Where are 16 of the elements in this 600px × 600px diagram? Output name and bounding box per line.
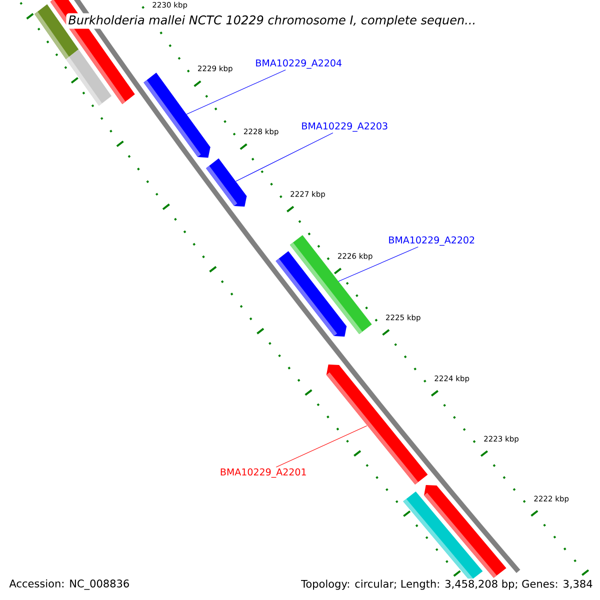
gene-label: BMA10229_A2204: [256, 59, 342, 69]
accession-text: Accession: NC_008836: [8, 578, 131, 591]
title: Burkholderia mallei NCTC 10229 chromosome I, complete sequen...: [66, 13, 478, 29]
gene-bar: [206, 158, 247, 207]
gene-bar: [403, 492, 483, 582]
gene-label: BMA10229_A2203: [302, 122, 388, 132]
gene-bar: [326, 364, 428, 484]
gene-bar: [144, 72, 210, 158]
leader-line: [276, 425, 368, 468]
gene-label: BMA10229_A2201: [220, 468, 306, 478]
gene-label: BMA10229_A2202: [389, 236, 474, 246]
leader-line: [236, 132, 334, 182]
leader-line: [338, 246, 418, 282]
gene-bar: [66, 49, 112, 106]
leader-line: [186, 70, 286, 115]
summary-text: Topology: circular; Length: 3,458,208 bp; Genes: 3,384: [300, 578, 594, 591]
